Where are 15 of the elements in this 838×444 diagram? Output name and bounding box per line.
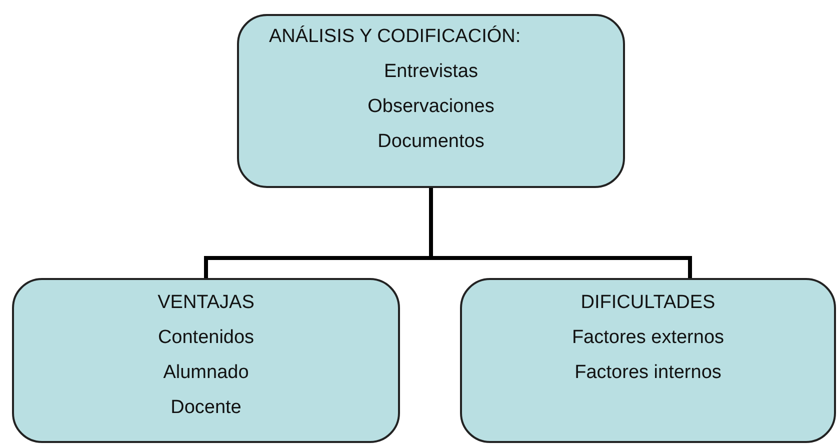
rounded-box: [460, 278, 836, 443]
list-item: Entrevistas: [384, 60, 478, 84]
box-heading: DIFICULTADES: [580, 291, 716, 315]
list-item: Factores externos: [572, 326, 724, 350]
list-item: Observaciones: [368, 95, 494, 119]
list-item: Alumnado: [163, 361, 249, 385]
list-item: Documentos: [378, 130, 484, 154]
list-item: Docente: [170, 396, 242, 420]
list-item: Factores internos: [574, 361, 722, 385]
connector-line: [429, 188, 692, 278]
box-heading: ANÁLISIS Y CODIFICACIÓN:: [269, 24, 521, 49]
rounded-box: [237, 14, 625, 188]
box-heading: VENTAJAS: [158, 291, 254, 315]
list-item: Contenidos: [158, 326, 254, 350]
rounded-box: [12, 278, 400, 443]
